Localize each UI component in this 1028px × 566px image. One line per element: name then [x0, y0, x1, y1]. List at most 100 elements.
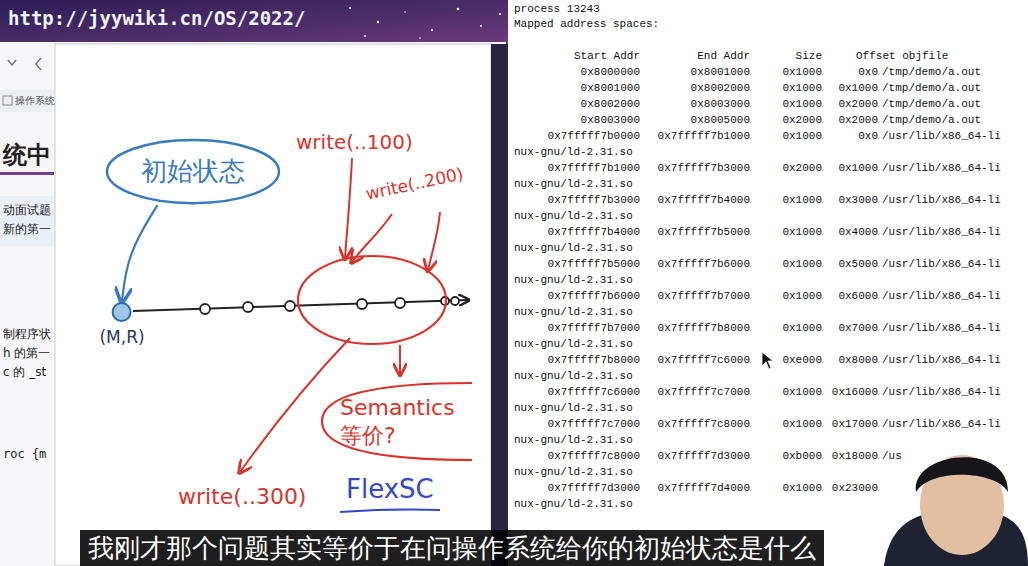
table-cell: 0x7fffff7c7000 — [658, 385, 750, 399]
table-cell: /tmp/demo/a.out — [882, 97, 981, 111]
state-arrow — [122, 205, 158, 301]
table-cell: 0x7fffff7b6000 — [548, 289, 640, 303]
column-header: End Addr — [697, 49, 750, 63]
write-arrow — [352, 214, 392, 262]
table-cell: 0x0 — [858, 65, 878, 79]
node-text: 初始状态 — [141, 156, 245, 187]
table-cell: nux-gnu/ld-2.31.so — [514, 401, 633, 415]
table-cell: 0x7fffff7b8000 — [658, 321, 750, 335]
table-cell: 0x6000 — [838, 289, 878, 303]
star — [431, 29, 433, 31]
star — [457, 8, 460, 11]
table-cell: /usr/lib/x86_64-li — [882, 289, 1001, 303]
terminal-line: Mapped address spaces: — [514, 17, 659, 31]
column-header: Start Addr — [574, 49, 640, 63]
table-cell: 0x2000 — [782, 113, 822, 127]
window-gap — [491, 44, 508, 566]
page-text: 新的第一 — [3, 222, 51, 236]
table-cell: 0x1000 — [782, 289, 822, 303]
table-cell: 0x1000 — [838, 161, 878, 175]
page-text: 制程序状 — [3, 327, 51, 341]
table-cell: 0x8002000 — [581, 97, 640, 111]
table-cell: 0x8003000 — [581, 113, 640, 127]
table-cell: nux-gnu/ld-2.31.so — [514, 145, 633, 159]
star — [419, 37, 421, 39]
table-cell: 0x7fffff7c8000 — [548, 449, 640, 463]
state-circle — [357, 299, 367, 309]
table-cell: nux-gnu/ld-2.31.so — [514, 209, 633, 223]
table-cell: 0x8003000 — [691, 97, 750, 111]
lecturer-hair — [916, 457, 1008, 492]
underline — [340, 510, 440, 512]
table-cell: 0x0 — [858, 129, 878, 143]
table-cell: nux-gnu/ld-2.31.so — [514, 465, 633, 479]
stars — [349, 7, 501, 39]
table-cell: 0x1000 — [782, 129, 822, 143]
subtitle: 我刚才那个问题其实等价于在问操作系统给你的初始状态是什么 — [80, 530, 824, 566]
table-cell: 0xb000 — [782, 449, 822, 463]
write-arrow — [428, 212, 440, 270]
table-cell: 0x7fffff7d3000 — [658, 449, 750, 463]
table-cell: 0x2000 — [838, 113, 878, 127]
table-cell: /usr/lib/x86_64-li — [882, 321, 1001, 335]
table-cell: 0x1000 — [838, 81, 878, 95]
page-icon — [3, 96, 12, 105]
star — [404, 11, 406, 13]
whiteboard — [55, 44, 491, 566]
table-cell: 0x2000 — [838, 97, 878, 111]
semantics-bracket: Semantics 等价? — [318, 380, 480, 463]
write-note: write(..100) — [296, 130, 413, 154]
table-cell: 0x1000 — [782, 481, 822, 495]
initial-state-dot: (M,R) — [97, 301, 146, 349]
node-text: Semantics 等价? — [340, 394, 460, 449]
table-cell: 0x7fffff7b3000 — [548, 193, 640, 207]
table-cell: 0x3000 — [838, 193, 878, 207]
table-cell: 0x8000 — [838, 353, 878, 367]
table-cell: 0x8001000 — [581, 81, 640, 95]
write-note: write(..200) — [364, 164, 465, 205]
table-cell: nux-gnu/ld-2.31.so — [514, 241, 633, 255]
url-text: http://jyywiki.cn/OS/2022/ — [8, 7, 305, 30]
table-cell: 0x7fffff7c6000 — [548, 385, 640, 399]
table-cell: 0x7fffff7c8000 — [658, 417, 750, 431]
table-cell: 0x7fffff7b5000 — [548, 257, 640, 271]
table-cell: nux-gnu/ld-2.31.so — [514, 369, 633, 383]
state-circle — [451, 297, 459, 305]
table-cell: 0x7fffff7b1000 — [548, 161, 640, 175]
table-cell: nux-gnu/ld-2.31.so — [514, 177, 633, 191]
table-cell: nux-gnu/ld-2.31.so — [514, 497, 633, 511]
state-circle — [243, 302, 253, 312]
table-cell: 0x2000 — [782, 161, 822, 175]
star — [349, 7, 351, 9]
page-text: c 的 _st — [3, 365, 46, 379]
table-cell: 0x7fffff7b7000 — [658, 289, 750, 303]
chevron-icon — [8, 60, 16, 65]
column-header: Size — [796, 49, 822, 63]
table-cell: /usr/lib/x86_64-li — [882, 161, 1001, 175]
table-cell: 0x8005000 — [691, 113, 750, 127]
table-cell: /usr/lib/x86_64-li — [882, 353, 1001, 367]
star — [499, 13, 501, 15]
note-box — [0, 196, 54, 246]
table-cell: 0x7fffff7b4000 — [548, 225, 640, 239]
column-header: Offset objfile — [856, 49, 948, 63]
state-dot — [113, 303, 131, 321]
page-text: h 的第一 — [3, 346, 50, 360]
table-cell: nux-gnu/ld-2.31.so — [514, 337, 633, 351]
star — [377, 21, 379, 23]
table-cell: 0x4000 — [838, 225, 878, 239]
table-cell: 0x1000 — [782, 257, 822, 271]
table-cell: 0x8001000 — [691, 65, 750, 79]
semantics-arrow — [399, 345, 401, 374]
page-text: 动面试题 — [3, 203, 51, 217]
table-cell: 0x7fffff7b8000 — [548, 353, 640, 367]
write-arrow — [345, 158, 352, 258]
browser-window — [0, 42, 506, 566]
table-cell: 0x1000 — [782, 417, 822, 431]
table-cell: 0x7fffff7b7000 — [548, 321, 640, 335]
table-cell: 0x7000 — [838, 321, 878, 335]
table-cell: nux-gnu/ld-2.31.so — [514, 273, 633, 287]
table-cell: nux-gnu/ld-2.31.so — [514, 433, 633, 447]
